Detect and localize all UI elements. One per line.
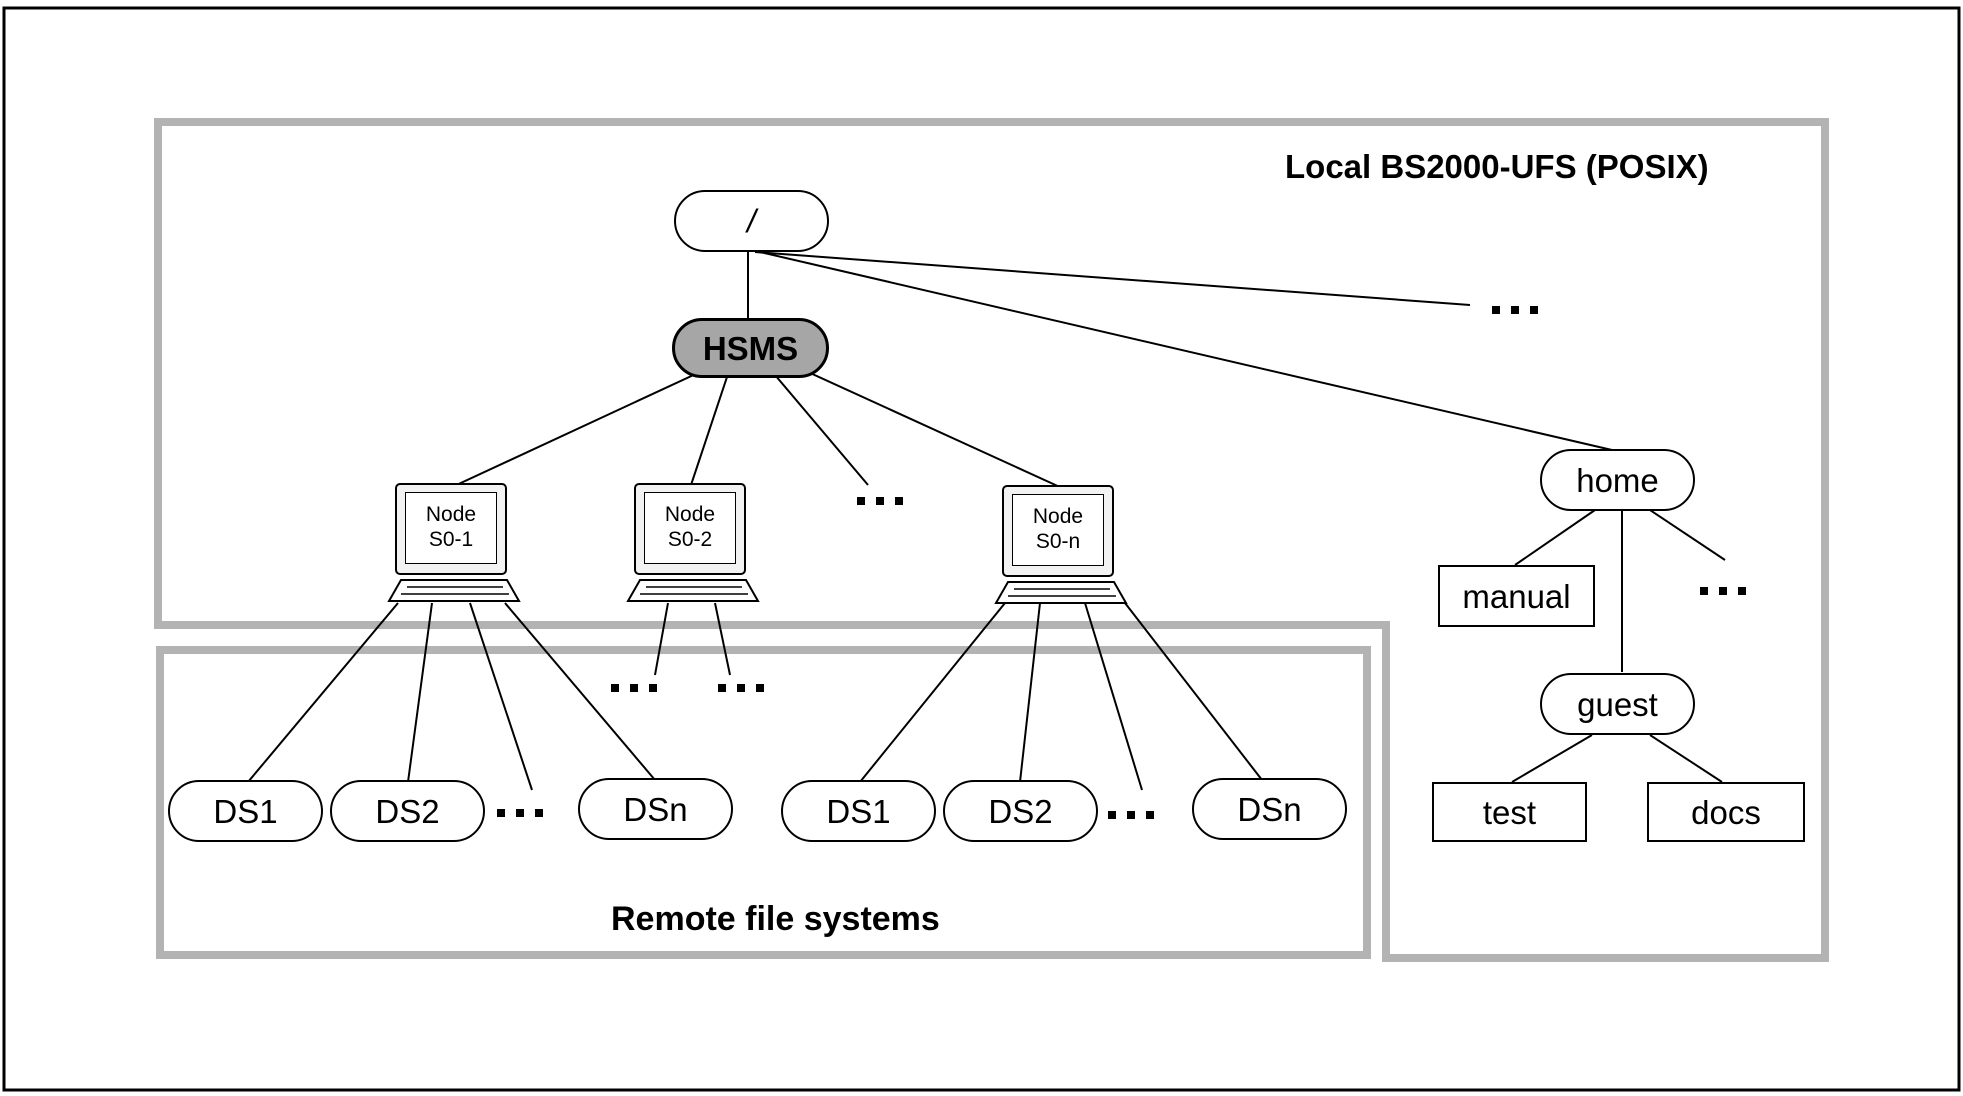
ellipsis-icon (1700, 587, 1746, 595)
ds-node: DSn (578, 778, 733, 840)
ds-node: DSn (1192, 778, 1347, 840)
node-computer-1: Node S0-1 (385, 483, 525, 608)
monitor-icon: Node S0-1 (395, 483, 507, 575)
ellipsis-icon (497, 809, 543, 817)
monitor-icon: Node S0-2 (634, 483, 746, 575)
ellipsis-icon (1492, 306, 1538, 314)
ds-label: DS2 (988, 792, 1053, 830)
root-node: / (674, 190, 829, 252)
node-label-line1: Node (425, 503, 477, 527)
local-region-frame (154, 118, 1829, 962)
keyboard-icon (994, 581, 1128, 604)
ellipsis-icon (1108, 811, 1154, 819)
outer-frame (2, 6, 1961, 1092)
manual-node: manual (1438, 565, 1595, 627)
node-label-line2: S0-n (1035, 530, 1081, 553)
node-label-line2: S0-1 (428, 528, 474, 551)
local-region-label: Local BS2000-UFS (POSIX) (1285, 148, 1709, 185)
remote-region-label: Remote file systems (611, 900, 940, 938)
ellipsis-icon (611, 684, 657, 692)
connector-lines (247, 251, 1726, 791)
ds-label: DS1 (213, 792, 278, 830)
root-label: / (747, 203, 756, 239)
node-label-line2: S0-2 (667, 528, 713, 551)
node-label-line1: Node (664, 503, 716, 527)
docs-node: docs (1647, 782, 1805, 842)
ds-label: DS2 (375, 792, 440, 830)
node-label-line1: Node (1032, 505, 1084, 529)
hsms-node: HSMS (672, 318, 829, 378)
hsms-label: HSMS (702, 329, 799, 367)
keyboard-icon (387, 579, 521, 602)
guest-label: guest (1577, 685, 1658, 723)
ellipsis-icon (857, 497, 903, 505)
keyboard-icon (626, 579, 760, 602)
node-computer-2: Node S0-2 (624, 483, 764, 608)
home-label: home (1576, 461, 1659, 499)
ds-node: DS1 (781, 780, 936, 842)
ds-label: DS1 (826, 792, 891, 830)
guest-node: guest (1540, 673, 1695, 735)
test-node: test (1432, 782, 1587, 842)
test-label: test (1482, 793, 1537, 831)
ds-label: DSn (1237, 790, 1302, 828)
remote-region-frame (156, 646, 1371, 959)
docs-label: docs (1691, 793, 1761, 831)
ds-node: DS1 (168, 780, 323, 842)
home-node: home (1540, 449, 1695, 511)
ds-node: DS2 (330, 780, 485, 842)
ds-label: DSn (623, 790, 688, 828)
ellipsis-icon (718, 684, 764, 692)
monitor-icon: Node S0-n (1002, 485, 1114, 577)
node-computer-n: Node S0-n (992, 485, 1132, 610)
ds-node: DS2 (943, 780, 1098, 842)
manual-label: manual (1462, 577, 1571, 615)
